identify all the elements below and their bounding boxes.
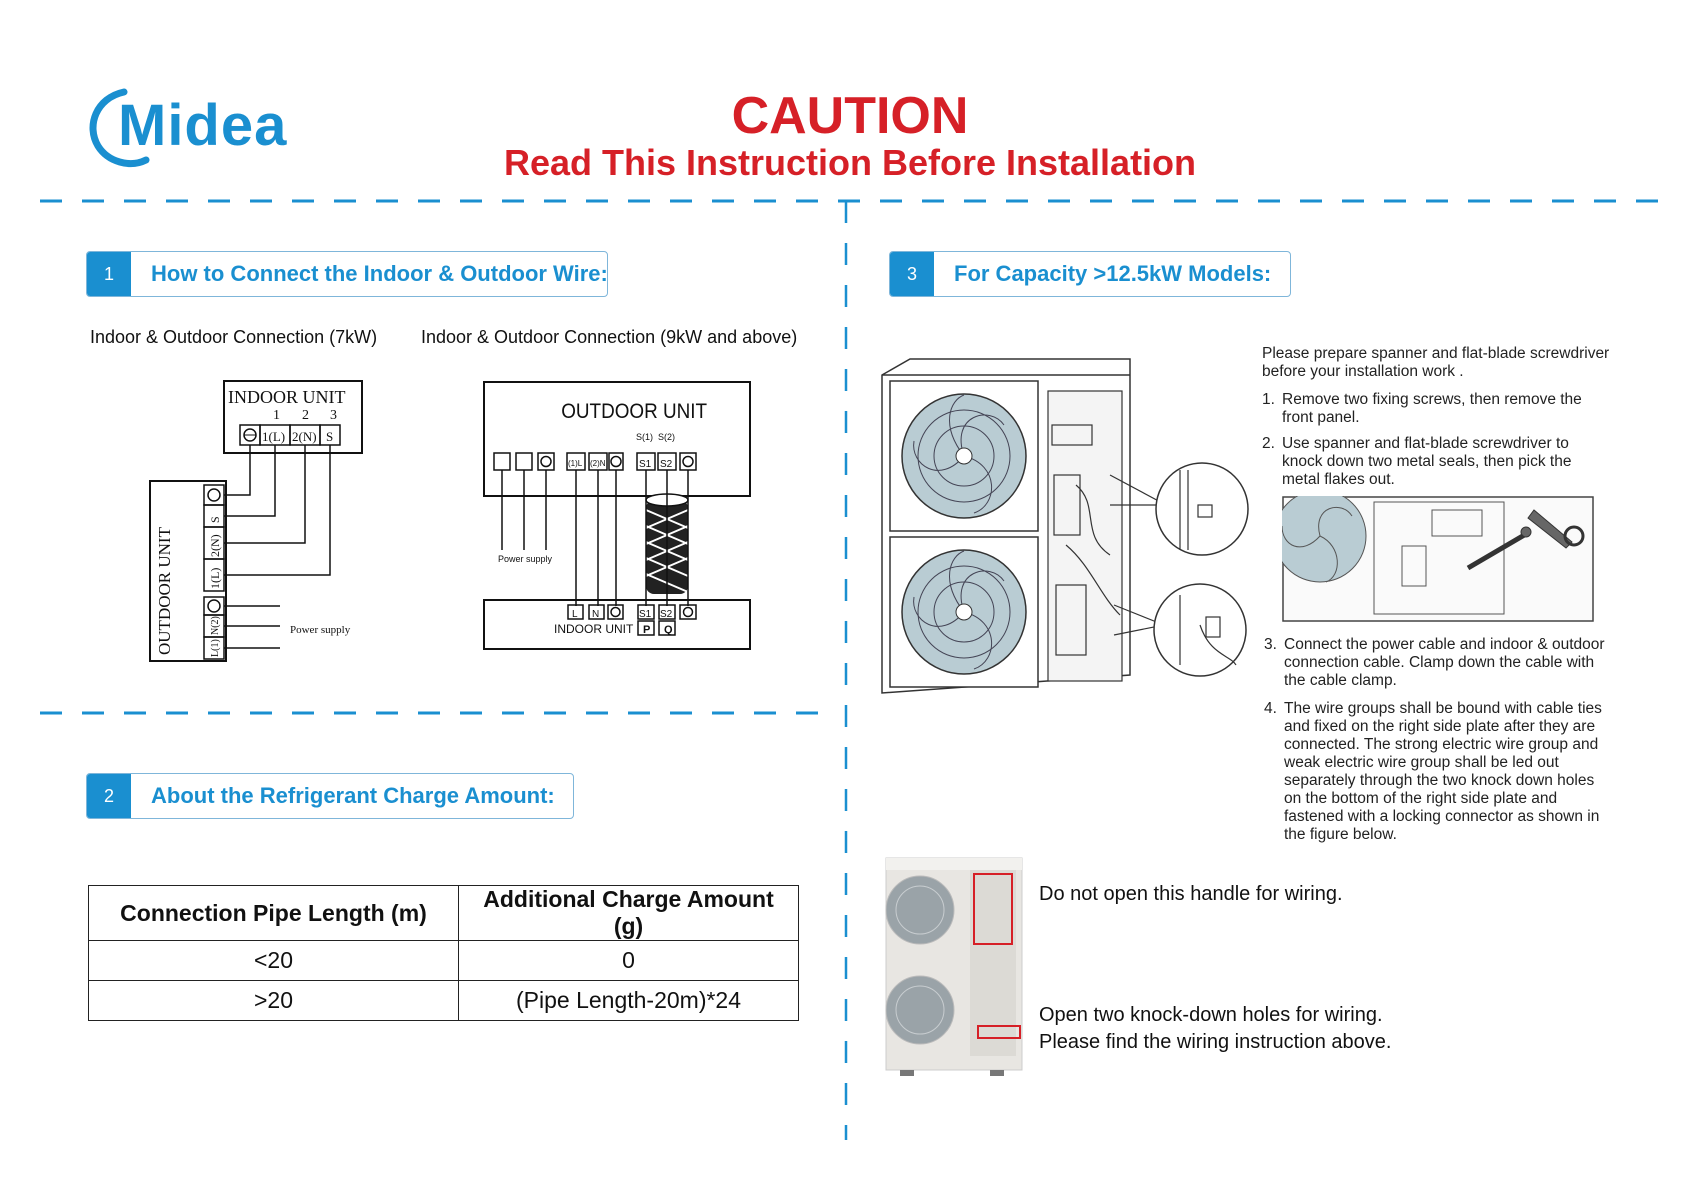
step-text: Connect the power cable and indoor & out… [1284,636,1605,689]
shielded-cable-icon [645,470,689,606]
indoor-sub-q: Q [664,624,673,636]
step-text: The wire groups shall be bound with cabl… [1284,700,1602,843]
indoor-term-n-9kw: N [592,609,599,620]
section-3-heading: For Capacity >12.5kW Models: [954,261,1272,286]
indoor-num-2: 2 [302,408,309,423]
section-2-number: 2 [87,774,131,818]
indoor-unit-label-7kw: INDOOR UNIT [228,387,345,407]
fan-bottom-icon [901,549,1027,675]
indoor-sub-p: P [643,624,650,636]
indoor-term-s2-9kw: S2 [660,609,673,620]
instructions-intro: Please prepare spanner and flat-blade sc… [1262,345,1610,380]
indoor-term-s: S [326,429,333,444]
outdoor-term-s1-9kw: S1 [639,459,652,470]
table-header-row: Connection Pipe Length (m) Additional Ch… [88,885,799,941]
outdoor-unit-label-9kw: OUTDOOR UNIT [561,400,707,423]
section-2-header: 2 About the Refrigerant Charge Amount: [86,773,574,819]
step-number: 4. [1264,700,1277,717]
tools-photo-illustration [1282,496,1594,622]
outdoor-unit-photo [885,857,1023,1076]
step-text: Use spanner and flat-blade screwdriver t… [1282,435,1572,488]
indoor-term-1l: 1(L) [262,429,285,444]
outdoor-term-s: S [208,516,222,523]
fan-top-icon [901,393,1027,519]
power-term-l1: L(1) [210,639,221,657]
outdoor-term-s2-9kw: S2 [660,459,673,470]
caption-7kw: Indoor & Outdoor Connection (7kW) [90,327,378,347]
outdoor-term-2n-9kw: (2)N [590,459,606,468]
instruction-step: 2. Use spanner and flat-blade screwdrive… [1262,435,1612,489]
note-holes-line2: Please find the wiring instruction above… [1039,1031,1392,1053]
power-supply-label-9kw: Power supply [498,554,553,564]
outdoor-term-2n: 2(N) [208,534,222,557]
indoor-term-l-9kw: L [572,609,578,620]
section-3-instructions-cont: 3. Connect the power cable and indoor & … [1264,636,1609,852]
table-header-cell: Connection Pipe Length (m) [88,885,459,941]
label-s2-top: S(2) [658,432,675,442]
section-1-number: 1 [87,252,131,296]
section-2-heading: About the Refrigerant Charge Amount: [151,783,555,808]
indoor-unit-label-9kw: INDOOR UNIT [554,622,634,636]
wiring-diagram-7kw: INDOOR UNIT 1 2 3 1(L) 2(N) S OUTDOOR UN… [149,380,363,662]
section-1-header: 1 How to Connect the Indoor & Outdoor Wi… [86,251,608,297]
handle-highlight-box [973,873,1013,945]
indoor-num-1: 1 [273,408,280,423]
step-text: Remove two fixing screws, then remove th… [1282,391,1582,426]
knockdown-highlight-box [977,1025,1021,1039]
outdoor-term-1l: 1(L) [208,568,222,589]
caution-title: CAUTION [731,87,969,145]
indoor-num-3: 3 [330,408,337,423]
table-cell: (Pipe Length-20m)*24 [458,980,799,1021]
table-row: <20 0 [88,940,799,981]
table-row: >20 (Pipe Length-20m)*24 [88,980,799,1021]
note-holes-line1: Open two knock-down holes for wiring. [1039,1004,1383,1026]
indoor-term-s1-9kw: S1 [639,609,652,620]
outdoor-unit-illustration [881,358,1249,694]
section-3-number: 3 [890,252,934,296]
section-1-heading: How to Connect the Indoor & Outdoor Wire… [151,261,608,286]
table-cell: 0 [458,940,799,981]
instruction-step: 4. The wire groups shall be bound with c… [1264,700,1609,844]
section-3-header: 3 For Capacity >12.5kW Models: [889,251,1291,297]
instruction-step: 3. Connect the power cable and indoor & … [1264,636,1609,690]
label-s1-top: S(1) [636,432,653,442]
step-number: 3. [1264,636,1277,653]
power-term-n2: N(2) [210,616,221,635]
table-cell: <20 [88,940,459,981]
instruction-step: 1. Remove two fixing screws, then remove… [1262,391,1612,427]
wiring-diagram-9kw: OUTDOOR UNIT S(1) S(2) (1)L (2)N S1 S2 [483,381,751,650]
charge-amount-table: Connection Pipe Length (m) Additional Ch… [88,885,799,1021]
section-3-instructions: Please prepare spanner and flat-blade sc… [1262,345,1612,497]
note-handle: Do not open this handle for wiring. [1039,883,1343,905]
step-number: 2. [1262,435,1275,452]
caption-9kw: Indoor & Outdoor Connection (9kW and abo… [421,327,798,347]
midea-logo-text: Midea [118,93,288,158]
outdoor-unit-label-7kw: OUTDOOR UNIT [155,526,174,655]
table-cell: >20 [88,980,459,1021]
indoor-term-2n: 2(N) [292,429,317,444]
outdoor-term-1l-9kw: (1)L [568,459,583,468]
power-supply-label-7kw: Power supply [290,624,351,636]
caution-subtitle: Read This Instruction Before Installatio… [503,142,1197,183]
step-number: 1. [1262,391,1275,408]
midea-logo-icon [89,88,150,167]
table-header-cell: Additional Charge Amount (g) [458,885,799,941]
